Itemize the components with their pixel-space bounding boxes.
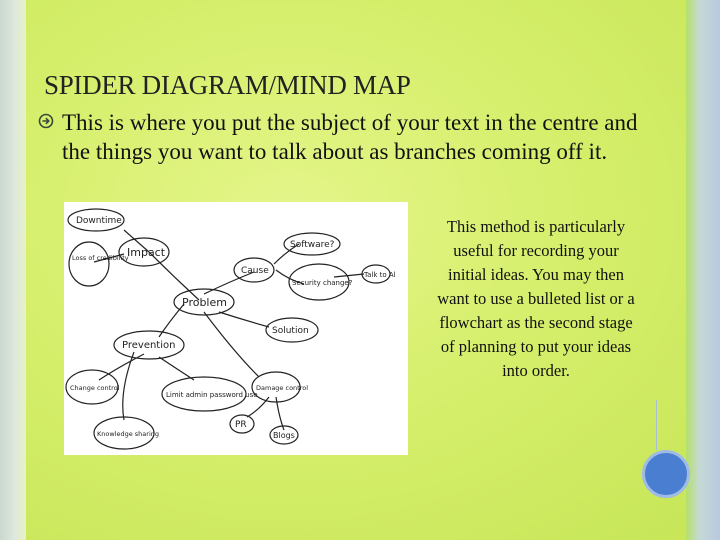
node-prevention: Prevention xyxy=(122,340,175,351)
node-damage-control: Damage control xyxy=(256,384,308,392)
node-loss-of-credibility: Loss of credibility xyxy=(72,254,129,262)
left-decorative-strip xyxy=(0,0,26,540)
node-pr: PR xyxy=(235,420,247,430)
node-solution: Solution xyxy=(272,326,309,336)
decorative-blue-circle xyxy=(642,450,690,498)
node-talk-to-al: Talk to Al xyxy=(363,271,396,279)
bullet-text: This is where you put the subject of you… xyxy=(62,110,638,164)
node-change-control: Change control xyxy=(70,384,120,392)
node-impact: Impact xyxy=(127,246,166,259)
node-knowledge-sharing: Knowledge sharing xyxy=(97,430,159,438)
circle-bullet-icon xyxy=(38,113,54,129)
node-limit-admin: Limit admin password use xyxy=(166,391,258,399)
mind-map-drawing: Downtime Loss of credibility Impact Caus… xyxy=(65,208,396,450)
node-problem: Problem xyxy=(182,296,227,309)
slide-title: SPIDER DIAGRAM/MIND MAP xyxy=(44,70,411,100)
right-decorative-strip xyxy=(686,0,720,540)
node-software: Software? xyxy=(290,240,335,250)
side-note-text: This method is particularly useful for r… xyxy=(437,217,635,380)
mind-map-image: Downtime Loss of credibility Impact Caus… xyxy=(64,202,408,455)
node-security-change: Security change? xyxy=(292,279,353,287)
node-blogs: Blogs xyxy=(273,431,295,440)
decorative-line xyxy=(656,400,657,450)
node-cause: Cause xyxy=(241,266,269,276)
node-downtime: Downtime xyxy=(76,216,122,226)
